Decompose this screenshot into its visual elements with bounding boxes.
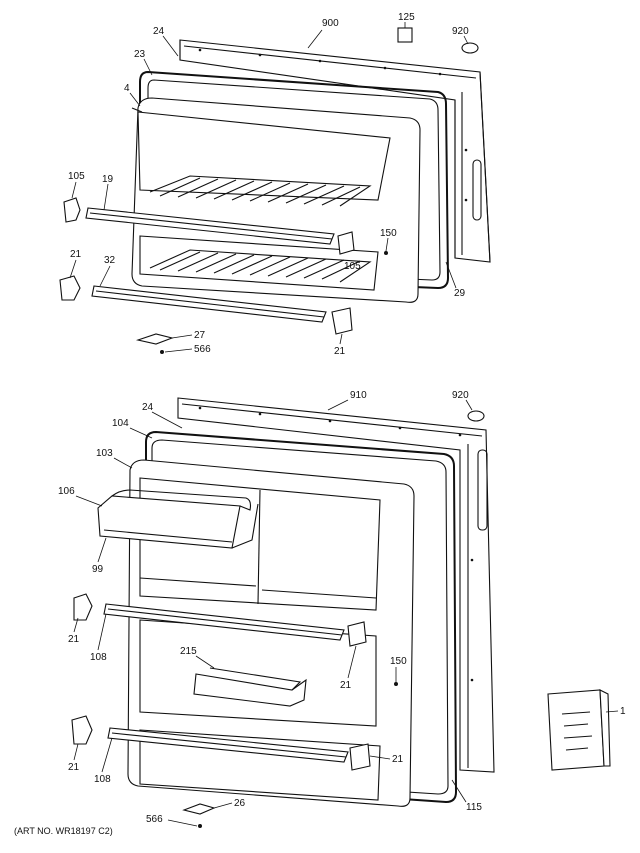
door-liner-4: [131, 97, 421, 303]
callout-150: 150: [390, 656, 407, 667]
callout-566: 566: [194, 344, 211, 355]
door-gasket-23: [139, 70, 450, 290]
callout-26: 26: [234, 798, 246, 809]
door-rail-19: [85, 207, 335, 245]
use-and-care-manual-1: [547, 689, 611, 771]
part-125-clip-icon: [397, 27, 413, 43]
outer-door-panel-910: [177, 397, 495, 773]
callout-1: 1: [620, 706, 626, 717]
door-gasket-104: [145, 430, 458, 804]
door-shelf-108-lower: [107, 727, 349, 763]
callout-21: 21: [340, 680, 352, 691]
callout-23: 23: [134, 49, 146, 60]
callout-125: 125: [398, 12, 415, 23]
callout-920: 920: [452, 26, 469, 37]
part-150-screw-icon: [394, 682, 398, 686]
rail-end-bracket-icon: [59, 197, 355, 335]
callout-21: 21: [70, 249, 82, 260]
callout-27: 27: [194, 330, 206, 341]
callout-910: 910: [350, 390, 367, 401]
callout-21: 21: [68, 762, 80, 773]
callout-21: 21: [392, 754, 404, 765]
callout-106: 106: [58, 486, 75, 497]
callout-24: 24: [142, 402, 154, 413]
freezer-shelf-slats: [149, 175, 372, 283]
door-shelf-108-upper: [103, 603, 345, 641]
callout-21: 21: [334, 346, 346, 357]
rail-end-bracket-icon: [71, 593, 371, 771]
callout-105: 105: [68, 171, 85, 182]
callout-104: 104: [112, 418, 129, 429]
callout-115: 115: [466, 802, 482, 813]
freezer-door-assembly: [59, 27, 491, 354]
callout-150: 150: [380, 228, 397, 239]
fresh-food-callouts: 24 910 920 104 103 106 99 21 108 215 150…: [58, 390, 626, 827]
part-920-plug-icon: [461, 42, 479, 54]
callout-105: 105: [344, 261, 361, 272]
callout-900: 900: [322, 18, 339, 29]
dairy-compartment-106: [97, 489, 259, 549]
callout-29: 29: [454, 288, 466, 299]
door-bin-215: [193, 667, 307, 707]
callout-21: 21: [68, 634, 80, 645]
callout-108: 108: [94, 774, 111, 785]
art-number-label: (ART NO. WR18197 C2): [14, 826, 113, 836]
part-920-plug-icon: [467, 410, 485, 422]
callout-103: 103: [96, 448, 113, 459]
part-566-screw-icon: [198, 824, 202, 828]
freezer-callouts: 24 900 125 920 23 4 105 19 150 21 32 105…: [68, 12, 469, 357]
callout-215: 215: [180, 646, 197, 657]
outer-door-panel-900: [179, 39, 491, 263]
part-26-bracket-icon: [182, 803, 216, 815]
part-150-screw-icon: [384, 251, 388, 255]
callout-24: 24: [153, 26, 165, 37]
callout-920: 920: [452, 390, 469, 401]
door-rail-32: [91, 285, 327, 323]
callout-108: 108: [90, 652, 107, 663]
callout-4: 4: [124, 83, 130, 94]
part-566-screw-icon: [160, 350, 164, 354]
callout-99: 99: [92, 564, 104, 575]
callout-19: 19: [102, 174, 114, 185]
callout-566: 566: [146, 814, 163, 825]
door-liner-103: [127, 459, 415, 807]
callout-32: 32: [104, 255, 116, 266]
fresh-food-door-assembly: [71, 397, 611, 828]
part-27-bracket-icon: [135, 333, 174, 345]
